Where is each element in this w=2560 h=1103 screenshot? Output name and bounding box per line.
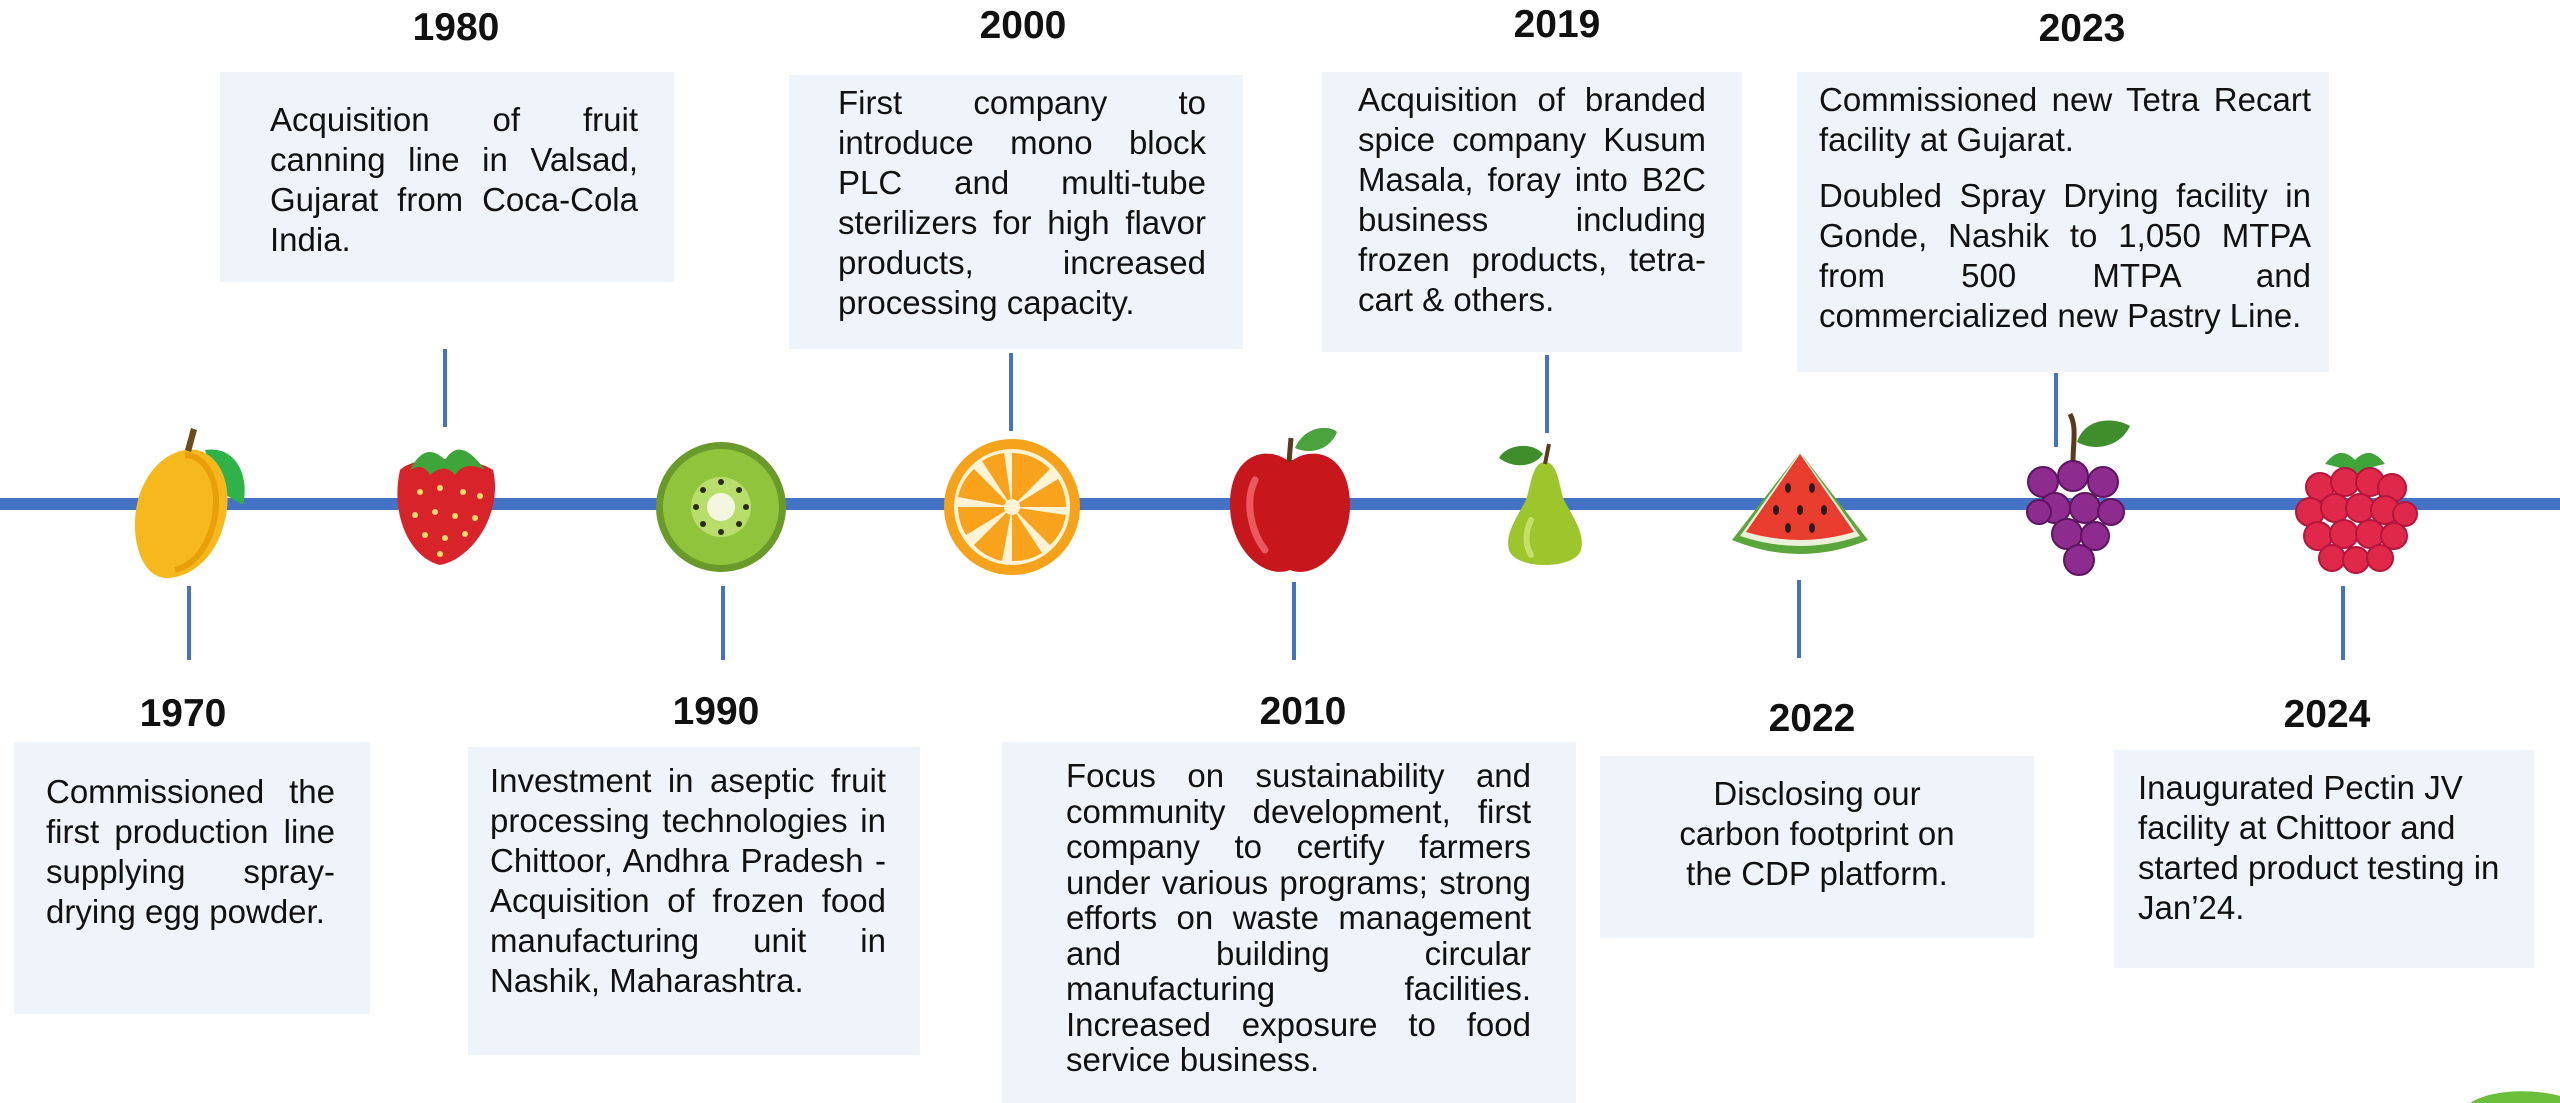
milestone-2000-text: First company to introduce mono block PL… (838, 84, 1206, 321)
milestone-2000-box: First company to introduce mono block PL… (789, 75, 1243, 349)
connector-2010 (1292, 582, 1296, 660)
year-2000: 2000 (979, 4, 1067, 47)
milestone-1970-text: Commissioned the first production line s… (46, 773, 335, 930)
strawberry-icon (385, 430, 505, 570)
milestone-2024-text: Inaugurated Pectin JV facility at Chitto… (2138, 769, 2500, 926)
milestone-2022-box: Disclosing our carbon footprint on the C… (1600, 756, 2034, 938)
leaf-icon (2470, 1090, 2560, 1103)
apple-icon (1225, 420, 1355, 580)
year-2024: 2024 (2283, 693, 2371, 736)
milestone-1970-box: Commissioned the first production line s… (14, 742, 370, 1014)
year-2022: 2022 (1768, 697, 1856, 740)
milestone-1990-box: Investment in aseptic fruit processing t… (468, 747, 920, 1055)
year-2019: 2019 (1513, 3, 1601, 46)
connector-2024 (2341, 586, 2345, 660)
milestone-2010-text: Focus on sustainability and community de… (1066, 757, 1531, 1078)
milestone-2010-box: Focus on sustainability and community de… (1002, 742, 1576, 1103)
milestone-1980-text: Acquisition of fruit canning line in Val… (270, 101, 638, 258)
year-1990: 1990 (672, 690, 760, 733)
connector-2019 (1545, 355, 1549, 433)
milestone-2023-text: Commissioned new Tetra Recart facility a… (1819, 81, 2311, 158)
raspberry-icon (2290, 442, 2420, 580)
connector-2022 (1797, 580, 1801, 658)
milestone-2024-box: Inaugurated Pectin JV facility at Chitto… (2114, 750, 2534, 968)
milestone-2022-text: Disclosing our carbon footprint on the C… (1679, 775, 1955, 892)
milestone-2023-text-2: Doubled Spray Drying facility in Gonde, … (1819, 177, 2311, 334)
milestone-1980-box: Acquisition of fruit canning line in Val… (220, 72, 674, 282)
year-1980: 1980 (412, 6, 500, 49)
year-2010: 2010 (1259, 690, 1347, 733)
connector-1990 (721, 586, 725, 660)
milestone-2019-text: Acquisition of branded spice company Kus… (1358, 81, 1706, 318)
year-1970: 1970 (139, 692, 227, 735)
mango-icon (125, 420, 255, 580)
milestone-2019-box: Acquisition of branded spice company Kus… (1322, 72, 1742, 352)
connector-2023 (2054, 373, 2058, 447)
watermelon-icon (1728, 448, 1873, 564)
milestone-1990-text: Investment in aseptic fruit processing t… (490, 762, 886, 999)
year-2023: 2023 (2038, 7, 2126, 50)
kiwi-icon (654, 440, 788, 574)
pear-icon (1495, 440, 1595, 570)
milestone-2023-box: Commissioned new Tetra Recart facility a… (1797, 72, 2329, 372)
connector-2000 (1009, 353, 1013, 431)
orange-slice-icon (942, 437, 1082, 577)
connector-1970 (187, 586, 191, 660)
grapes-icon (2025, 412, 2135, 582)
connector-1980 (443, 349, 447, 427)
